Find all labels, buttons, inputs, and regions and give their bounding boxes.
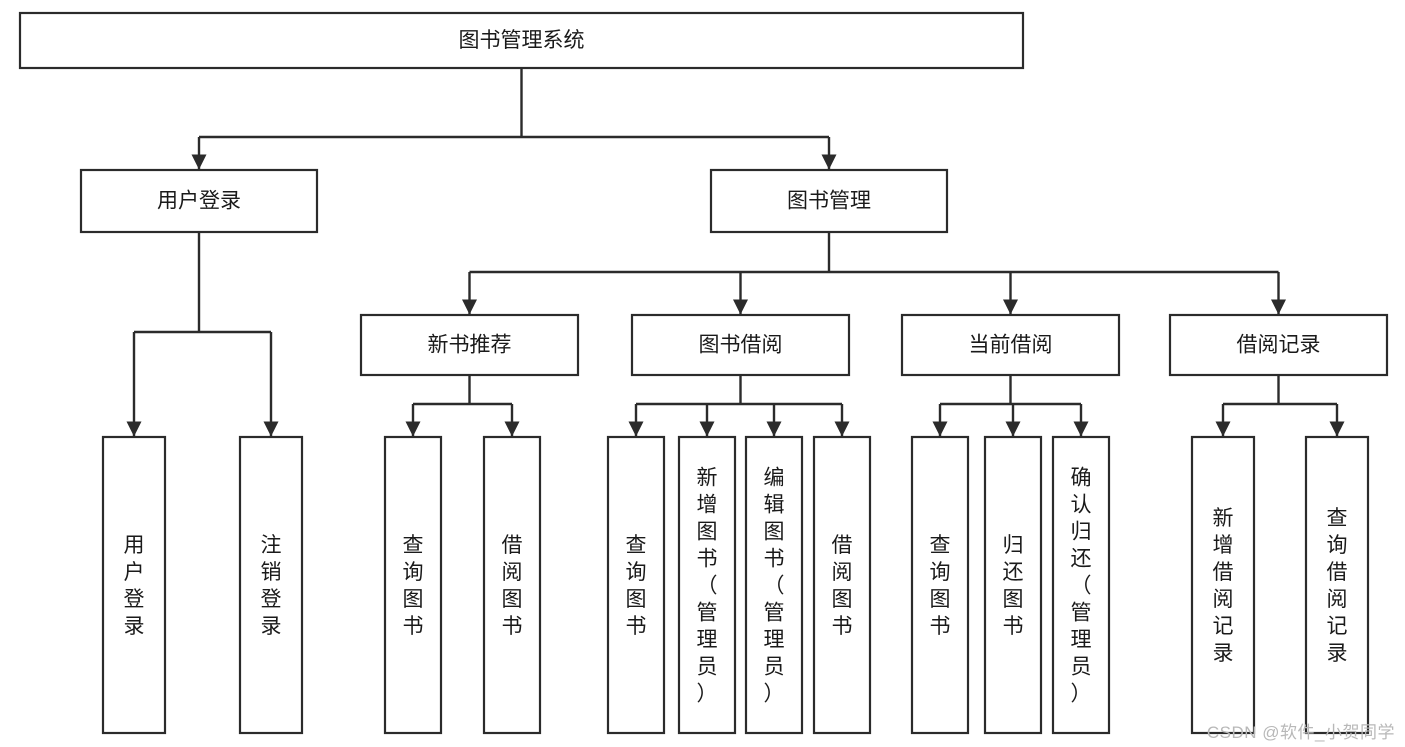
- connector-layer: [126, 68, 1345, 437]
- node-label-leaf-add-record: 新增借阅记录: [1213, 507, 1234, 665]
- node-label-leaf-query-book-2: 查询图书: [626, 534, 647, 638]
- arrow-head-icon: [932, 421, 948, 437]
- node-box-borrow-record: [1168, 313, 1389, 377]
- node-user-login[interactable]: 用户登录: [79, 168, 319, 234]
- node-box-leaf-query-record: [1304, 435, 1370, 735]
- watermark-text: CSDN @软件_小贺同学: [1206, 723, 1395, 742]
- node-box-leaf-query-book-1: [383, 435, 443, 735]
- node-label-leaf-borrow-book-1: 借阅图书: [502, 534, 523, 638]
- node-box-leaf-return-book: [983, 435, 1043, 735]
- node-label-leaf-borrow-book-2: 借阅图书: [832, 534, 853, 638]
- node-leaf-user-logout[interactable]: 注销登录: [238, 435, 304, 735]
- arrow-head-icon: [821, 154, 837, 170]
- node-leaf-query-record[interactable]: 查询借阅记录: [1304, 435, 1370, 735]
- arrow-head-icon: [628, 421, 644, 437]
- node-label-root: 图书管理系统: [459, 29, 585, 52]
- node-box-leaf-user-login: [101, 435, 167, 735]
- node-new-book-recommend[interactable]: 新书推荐: [359, 313, 580, 377]
- node-leaf-borrow-book-1[interactable]: 借阅图书: [482, 435, 542, 735]
- node-leaf-confirm-return[interactable]: 确认归还（管理员）: [1051, 435, 1111, 735]
- arrow-head-icon: [263, 421, 279, 437]
- node-leaf-return-book[interactable]: 归还图书: [983, 435, 1043, 735]
- arrow-head-icon: [733, 299, 748, 315]
- node-label-leaf-confirm-return: 确认归还（管理员）: [1071, 467, 1092, 706]
- node-label-book-manage: 图书管理: [787, 190, 871, 213]
- node-leaf-add-record[interactable]: 新增借阅记录: [1190, 435, 1256, 735]
- connector-current-borrow: [932, 375, 1089, 437]
- node-label-current-borrow: 当前借阅: [969, 334, 1053, 357]
- node-borrow-record[interactable]: 借阅记录: [1168, 313, 1389, 377]
- arrow-head-icon: [1005, 421, 1021, 437]
- node-leaf-query-book-3[interactable]: 查询图书: [910, 435, 970, 735]
- connector-user-login: [126, 232, 279, 437]
- arrow-head-icon: [1073, 421, 1089, 437]
- arrow-head-icon: [405, 421, 421, 437]
- node-label-leaf-query-record: 查询借阅记录: [1327, 507, 1348, 665]
- arrow-head-icon: [766, 421, 782, 437]
- node-leaf-add-book[interactable]: 新增图书（管理员）: [677, 435, 737, 735]
- node-leaf-borrow-book-2[interactable]: 借阅图书: [812, 435, 872, 735]
- node-label-leaf-user-login: 用户登录: [124, 534, 145, 638]
- node-label-user-login: 用户登录: [157, 190, 241, 213]
- arrow-head-icon: [462, 299, 477, 315]
- connector-book-borrow: [628, 375, 850, 437]
- node-box-leaf-add-record: [1190, 435, 1256, 735]
- node-leaf-user-login[interactable]: 用户登录: [101, 435, 167, 735]
- connector-new-book-recommend: [405, 375, 520, 437]
- arrow-head-icon: [1271, 299, 1286, 315]
- node-book-manage[interactable]: 图书管理: [709, 168, 949, 234]
- arrow-head-icon: [699, 421, 715, 437]
- node-current-borrow[interactable]: 当前借阅: [900, 313, 1121, 377]
- node-box-user-login: [79, 168, 319, 234]
- node-box-book-borrow: [630, 313, 851, 377]
- node-box-leaf-edit-book: [744, 435, 804, 735]
- node-box-leaf-user-logout: [238, 435, 304, 735]
- node-label-leaf-query-book-1: 查询图书: [403, 534, 424, 638]
- node-label-leaf-user-logout: 注销登录: [261, 534, 282, 638]
- node-box-leaf-query-book-2: [606, 435, 666, 735]
- arrow-head-icon: [191, 154, 207, 170]
- arrow-head-icon: [1329, 421, 1345, 437]
- node-label-leaf-return-book: 归还图书: [1003, 534, 1024, 638]
- node-label-leaf-edit-book: 编辑图书（管理员）: [764, 467, 785, 706]
- node-label-book-borrow: 图书借阅: [699, 334, 783, 357]
- node-label-new-book-recommend: 新书推荐: [428, 334, 512, 357]
- node-leaf-edit-book[interactable]: 编辑图书（管理员）: [744, 435, 804, 735]
- arrow-head-icon: [126, 421, 142, 437]
- connector-root: [191, 68, 837, 170]
- node-box-leaf-confirm-return: [1051, 435, 1111, 735]
- node-box-leaf-query-book-3: [910, 435, 970, 735]
- arrow-head-icon: [834, 421, 850, 437]
- node-box-leaf-add-book: [677, 435, 737, 735]
- node-layer: 图书管理系统用户登录图书管理新书推荐图书借阅当前借阅借阅记录用户登录注销登录查询…: [18, 11, 1389, 735]
- node-box-leaf-borrow-book-2: [812, 435, 872, 735]
- arrow-head-icon: [1215, 421, 1231, 437]
- node-leaf-query-book-2[interactable]: 查询图书: [606, 435, 666, 735]
- arrow-head-icon: [504, 421, 520, 437]
- node-box-book-manage: [709, 168, 949, 234]
- node-label-borrow-record: 借阅记录: [1237, 334, 1321, 357]
- node-box-current-borrow: [900, 313, 1121, 377]
- arrow-head-icon: [1003, 299, 1018, 315]
- node-root[interactable]: 图书管理系统: [18, 11, 1025, 70]
- node-leaf-query-book-1[interactable]: 查询图书: [383, 435, 443, 735]
- node-label-leaf-add-book: 新增图书（管理员）: [697, 467, 718, 706]
- node-book-borrow[interactable]: 图书借阅: [630, 313, 851, 377]
- node-box-leaf-borrow-book-1: [482, 435, 542, 735]
- node-box-root: [18, 11, 1025, 70]
- node-box-new-book-recommend: [359, 313, 580, 377]
- connector-book-manage: [462, 232, 1286, 315]
- connector-borrow-record: [1215, 375, 1345, 437]
- node-label-leaf-query-book-3: 查询图书: [930, 534, 951, 638]
